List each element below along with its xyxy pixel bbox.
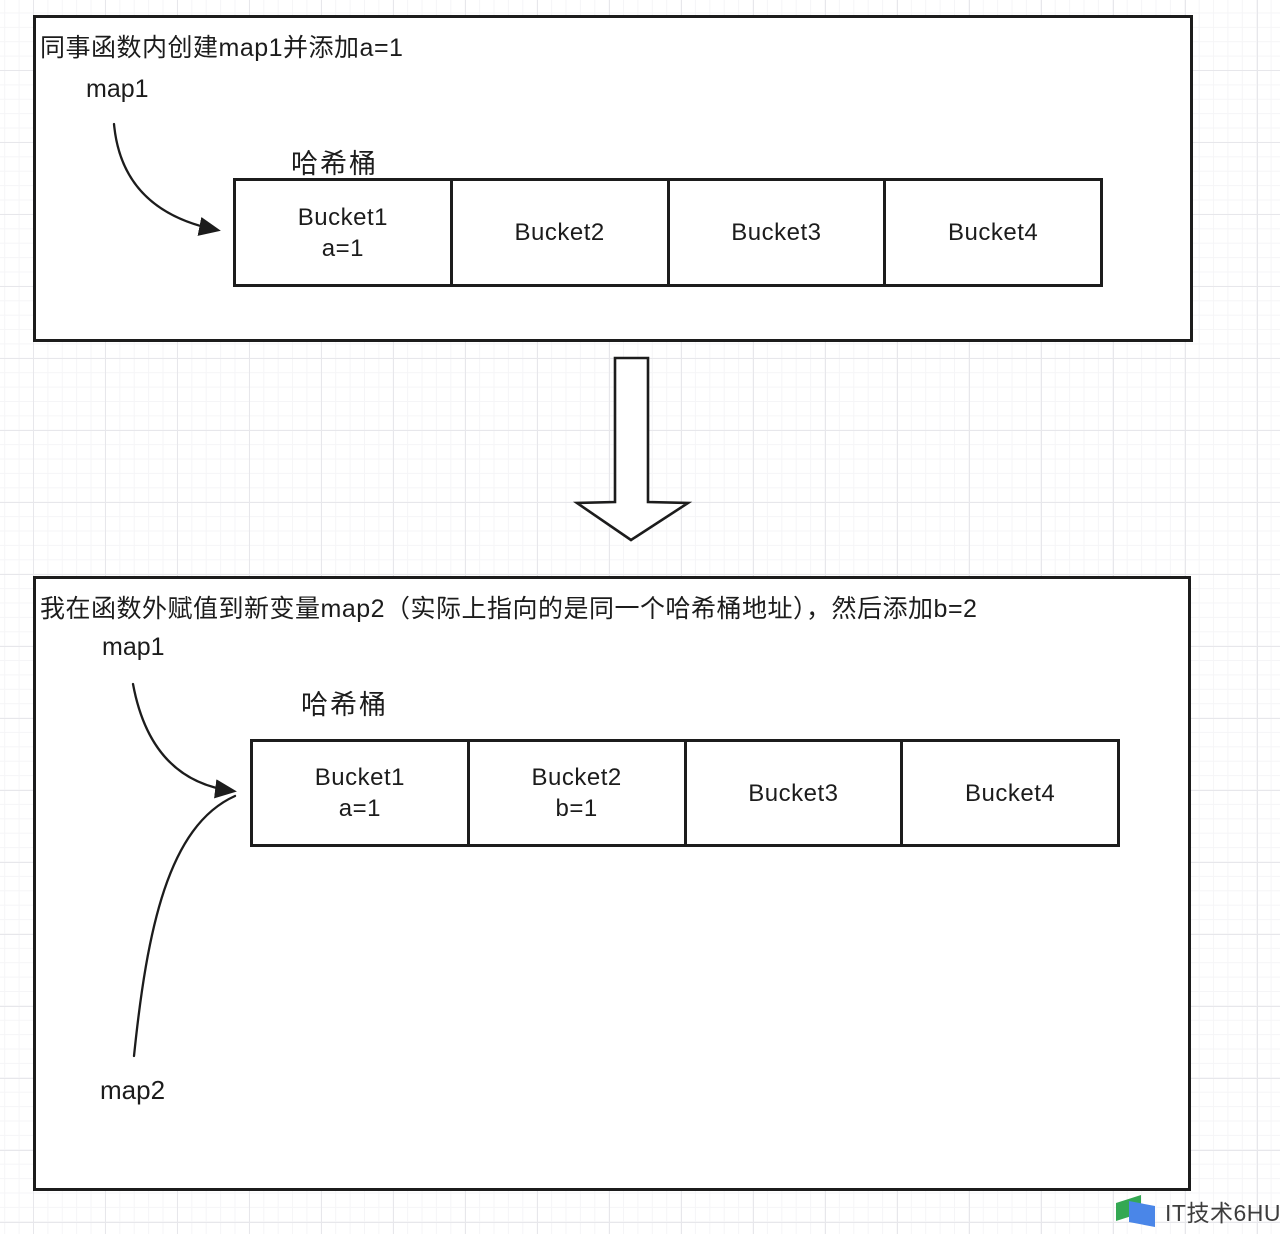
step2-title: 我在函数外赋值到新变量map2（实际上指向的是同一个哈希桶地址），然后添加b=2 <box>40 595 978 623</box>
step1-title: 同事函数内创建map1并添加a=1 <box>40 34 404 62</box>
bucket-name: Bucket3 <box>748 779 839 807</box>
bucket-value: a=1 <box>338 795 381 822</box>
step2-bucket1-cell: Bucket1 a=1 <box>253 742 470 844</box>
site-logo-icon <box>1116 1195 1155 1227</box>
step2-map2-label: map2 <box>100 1075 166 1105</box>
step1-bucket4-cell: Bucket4 <box>886 181 1100 284</box>
step2-map1-label: map1 <box>102 633 165 661</box>
step1-bucket-table: Bucket1 a=1 Bucket2 Bucket3 Bucket4 <box>233 178 1103 287</box>
step2-bucket3-cell: Bucket3 <box>687 742 904 844</box>
bucket-name: Bucket2 <box>514 219 605 246</box>
watermark: IT技术6HU <box>1116 1194 1280 1228</box>
step2-bucket-table: Bucket1 a=1 Bucket2 b=1 Bucket3 Bucket4 <box>250 739 1120 847</box>
bucket-name: Bucket1 <box>314 764 405 791</box>
down-arrow-icon <box>572 356 693 542</box>
step1-bucket1-cell: Bucket1 a=1 <box>236 181 453 284</box>
bucket-value: b=1 <box>555 795 598 822</box>
panel-step2: 我在函数外赋值到新变量map2（实际上指向的是同一个哈希桶地址），然后添加b=2… <box>33 576 1191 1191</box>
step2-bucket4-cell: Bucket4 <box>903 742 1117 844</box>
watermark-text: IT技术6HU <box>1165 1200 1280 1226</box>
bucket-name: Bucket3 <box>731 219 822 246</box>
bucket-name: Bucket4 <box>948 219 1039 246</box>
panel-step1: 同事函数内创建map1并添加a=1 map1 哈希桶 Bucket1 a=1 B… <box>33 15 1193 342</box>
step2-bucket2-cell: Bucket2 b=1 <box>470 742 687 844</box>
bucket-name: Bucket4 <box>965 779 1056 807</box>
bucket-value: a=1 <box>321 234 364 262</box>
step1-map1-label: map1 <box>86 75 149 103</box>
step1-hash-bucket-label: 哈希桶 <box>291 149 378 179</box>
step1-bucket3-cell: Bucket3 <box>670 181 887 284</box>
bucket-name: Bucket1 <box>297 203 388 231</box>
step2-hash-bucket-label: 哈希桶 <box>301 690 388 720</box>
bucket-name: Bucket2 <box>531 764 622 791</box>
step1-bucket2-cell: Bucket2 <box>453 181 670 284</box>
